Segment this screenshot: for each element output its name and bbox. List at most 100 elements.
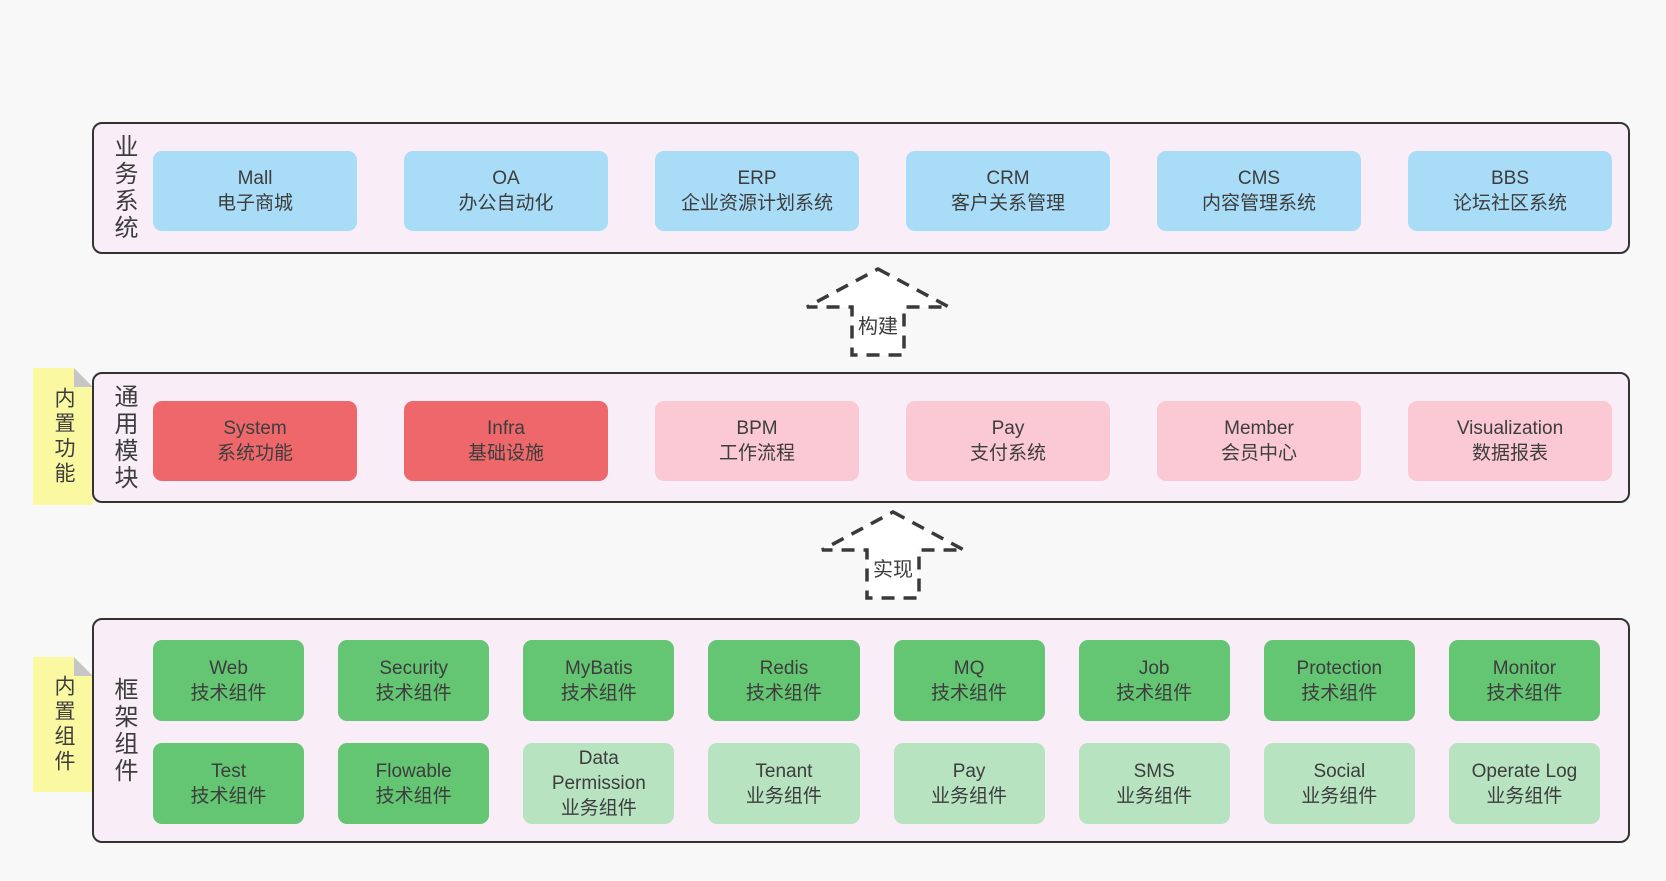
box-title: Operate Log <box>1471 760 1578 782</box>
box-system: System 系统功能 <box>153 401 357 481</box>
box-cms: CMS 内容管理系统 <box>1157 151 1361 231</box>
components-box-row-2: Test 技术组件 Flowable 技术组件 Data Permission … <box>153 743 1600 824</box>
box-subtitle: 技术组件 <box>1116 682 1193 704</box>
box-pay-component: Pay 业务组件 <box>893 743 1045 824</box>
box-subtitle: 业务组件 <box>745 785 822 807</box>
box-flowable: Flowable 技术组件 <box>338 743 490 824</box>
box-subtitle: 技术组件 <box>190 785 267 807</box>
box-social: Social 业务组件 <box>1263 743 1415 824</box>
business-systems-label: 业务系统 <box>110 134 137 242</box>
box-subtitle: 技术组件 <box>190 682 267 704</box>
box-title: MyBatis <box>565 657 633 679</box>
builtin-features-tag-label: 内置功能 <box>52 386 75 487</box>
box-subtitle: 业务组件 <box>1301 785 1378 807</box>
box-subtitle: 论坛社区系统 <box>1452 193 1567 214</box>
box-title: Tenant <box>755 760 813 782</box>
box-subtitle: 技术组件 <box>375 785 452 807</box>
box-redis: Redis 技术组件 <box>708 640 860 721</box>
box-title: CMS <box>1237 168 1281 189</box>
builtin-components-tag: 内置组件 <box>33 657 93 792</box>
box-subtitle: 业务组件 <box>1116 785 1193 807</box>
box-subtitle: 业务组件 <box>931 785 1008 807</box>
box-title: ERP <box>737 168 777 189</box>
box-title: Mall <box>237 168 273 189</box>
box-title: Pay <box>991 418 1025 439</box>
box-crm: CRM 客户关系管理 <box>906 151 1110 231</box>
box-title: Visualization <box>1456 418 1564 439</box>
common-modules-label: 通用模块 <box>110 383 137 492</box>
business-box-row: Mall 电子商城 OA 办公自动化 ERP 企业资源计划系统 CRM 客户关系… <box>153 151 1612 231</box>
box-title: Data Permission <box>551 748 646 794</box>
box-subtitle: 办公自动化 <box>458 193 554 214</box>
box-subtitle: 客户关系管理 <box>950 193 1065 214</box>
box-mq: MQ 技术组件 <box>893 640 1045 721</box>
builtin-components-tag-label: 内置组件 <box>52 674 75 775</box>
box-title: OA <box>492 168 520 189</box>
box-tenant: Tenant 业务组件 <box>708 743 860 824</box>
box-title: System <box>223 418 287 439</box>
framework-components-label: 框架组件 <box>110 676 137 785</box>
panel-framework-components: 框架组件 Web 技术组件 Security 技术组件 MyBatis 技术组件… <box>92 618 1630 843</box>
box-member: Member 会员中心 <box>1157 401 1361 481</box>
build-up-arrow-icon: 构建 <box>803 266 953 358</box>
box-title: Web <box>209 657 248 679</box>
box-subtitle: 技术组件 <box>1486 682 1563 704</box>
box-mybatis: MyBatis 技术组件 <box>523 640 675 721</box>
box-job: Job 技术组件 <box>1078 640 1230 721</box>
box-subtitle: 技术组件 <box>745 682 822 704</box>
modules-box-row: System 系统功能 Infra 基础设施 BPM 工作流程 Pay 支付系统… <box>153 401 1612 481</box>
box-subtitle: 系统功能 <box>216 443 293 464</box>
components-box-row-1: Web 技术组件 Security 技术组件 MyBatis 技术组件 Redi… <box>153 640 1600 721</box>
box-subtitle: 基础设施 <box>467 443 544 464</box>
box-title: Job <box>1138 657 1170 679</box>
box-erp: ERP 企业资源计划系统 <box>655 151 859 231</box>
box-data-permission: Data Permission 业务组件 <box>523 743 675 824</box>
box-subtitle: 会员中心 <box>1220 443 1297 464</box>
box-subtitle: 工作流程 <box>718 443 795 464</box>
implement-up-arrow-icon: 实现 <box>818 509 968 601</box>
box-sms: SMS 业务组件 <box>1078 743 1230 824</box>
box-title: CRM <box>986 168 1030 189</box>
box-subtitle: 技术组件 <box>560 682 637 704</box>
box-web: Web 技术组件 <box>153 640 305 721</box>
box-subtitle: 企业资源计划系统 <box>680 193 833 214</box>
box-title: Member <box>1224 418 1294 439</box>
box-subtitle: 支付系统 <box>969 443 1046 464</box>
box-bbs: BBS 论坛社区系统 <box>1408 151 1612 231</box>
builtin-features-tag: 内置功能 <box>33 368 93 505</box>
box-visualization: Visualization 数据报表 <box>1408 401 1612 481</box>
box-title: Redis <box>759 657 809 679</box>
box-title: SMS <box>1133 760 1175 782</box>
implement-arrow-label: 实现 <box>870 553 916 582</box>
box-security: Security 技术组件 <box>338 640 490 721</box>
panel-business-systems: 业务系统 Mall 电子商城 OA 办公自动化 ERP 企业资源计划系统 CRM… <box>92 122 1630 254</box>
box-subtitle: 技术组件 <box>375 682 452 704</box>
box-title: BBS <box>1490 168 1530 189</box>
box-bpm: BPM 工作流程 <box>655 401 859 481</box>
box-subtitle: 技术组件 <box>931 682 1008 704</box>
box-subtitle: 内容管理系统 <box>1201 193 1316 214</box>
box-monitor: Monitor 技术组件 <box>1448 640 1600 721</box>
box-title: Monitor <box>1492 657 1557 679</box>
box-title: Test <box>211 760 246 782</box>
box-mall: Mall 电子商城 <box>153 151 357 231</box>
box-subtitle: 业务组件 <box>560 798 637 819</box>
build-arrow-label: 构建 <box>855 310 901 339</box>
box-title: Social <box>1313 760 1366 782</box>
box-protection: Protection 技术组件 <box>1263 640 1415 721</box>
box-title: Protection <box>1296 657 1383 679</box>
box-title: Pay <box>952 760 986 782</box>
box-infra: Infra 基础设施 <box>404 401 608 481</box>
box-subtitle: 电子商城 <box>216 193 293 214</box>
box-title: MQ <box>953 657 985 679</box>
box-subtitle: 数据报表 <box>1471 443 1548 464</box>
box-pay-module: Pay 支付系统 <box>906 401 1110 481</box>
box-oa: OA 办公自动化 <box>404 151 608 231</box>
box-test: Test 技术组件 <box>153 743 305 824</box>
box-title: Infra <box>486 418 526 439</box>
box-title: Flowable <box>375 760 452 782</box>
box-subtitle: 技术组件 <box>1301 682 1378 704</box>
box-title: BPM <box>736 418 778 439</box>
box-title: Security <box>379 657 448 679</box>
